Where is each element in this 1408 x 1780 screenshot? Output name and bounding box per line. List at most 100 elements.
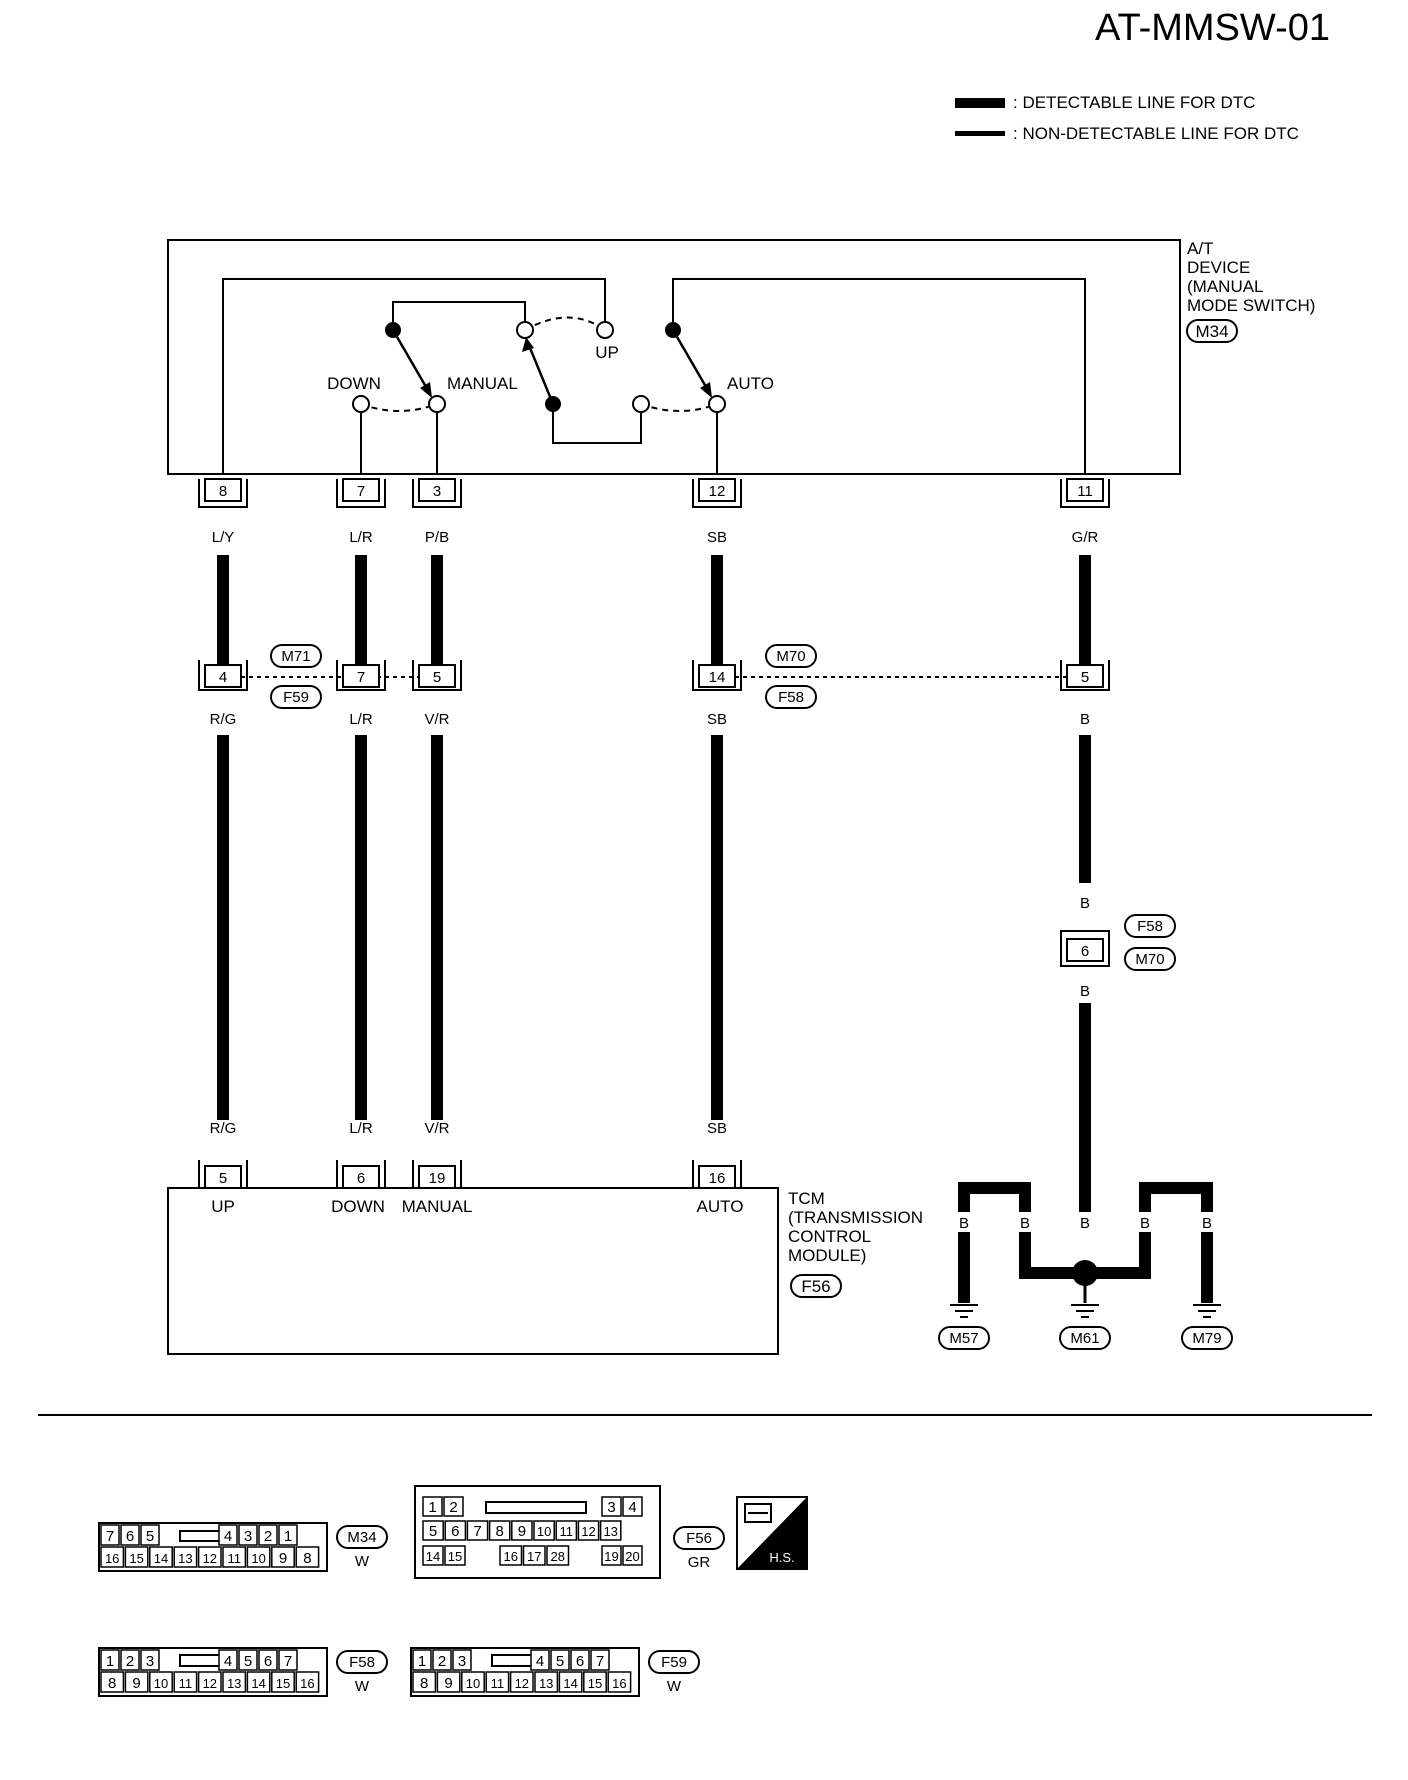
ground-id-m79: M79 (1192, 1330, 1221, 1347)
connector-pin-number: 6 (126, 1528, 134, 1545)
switch-arm-auto-arrowhead (700, 382, 712, 398)
internal-wire-auto-common (672, 278, 1086, 474)
wire-pin3-top (431, 555, 443, 665)
f58-face-outline (98, 1647, 328, 1697)
connector-pin-cell (124, 1546, 149, 1568)
wire-pin8-bottom (217, 735, 229, 1120)
connector-pin-cell (149, 1546, 173, 1568)
tcm-label-line2: (TRANSMISSION (788, 1208, 923, 1227)
connector-pin-cell (222, 1671, 247, 1693)
at-device-label-line2: DEVICE (1187, 258, 1250, 277)
wire-color-vr-mid: V/R (424, 711, 449, 728)
terminal-number-8: 8 (219, 483, 227, 500)
f58-housing-color: W (355, 1678, 370, 1695)
connector-pin-number: 8 (108, 1675, 116, 1692)
m34-housing-color: W (355, 1553, 370, 1570)
ground-wire-right-loop (1085, 1182, 1213, 1303)
wire-color-sb-top: SB (707, 529, 727, 546)
connector-pin-number: 13 (603, 1524, 617, 1539)
tcm-terminal-16: 16 (709, 1170, 726, 1187)
connector-pin-cell (412, 1671, 437, 1693)
ground-wire-color-3: B (1080, 1215, 1090, 1232)
connector-pin-cell (238, 1649, 258, 1671)
at-device-label-line4: MODE SWITCH) (1187, 296, 1315, 315)
connector-pin-number: 13 (178, 1551, 192, 1566)
wire-pin3-bottom (431, 735, 443, 1120)
connector-pin-number: 16 (300, 1676, 314, 1691)
ground-wire-left-loop (958, 1182, 1085, 1303)
inline-box-6 (1066, 938, 1104, 962)
ground-id-m61: M61 (1070, 1330, 1099, 1347)
junction-terminal-7: 7 (357, 669, 365, 686)
switch-label-up: UP (595, 343, 619, 362)
connector-pin-cell (124, 1671, 149, 1693)
internal-wire-manual-common (392, 301, 526, 330)
ground-inline-connector: B 6 F58 M70 B (1060, 895, 1176, 1000)
switch-arm-up (526, 342, 555, 405)
wire-color-lr-mid: L/R (349, 711, 373, 728)
f56-id-badge (673, 1526, 725, 1550)
connector-pin-cell (590, 1649, 610, 1671)
connector-pin-number: 6 (576, 1653, 584, 1670)
connector-pin-cell (436, 1671, 461, 1693)
tcm-module: R/G L/R V/R SB 5 6 19 16 UP DOWN MANUAL … (167, 1120, 923, 1355)
connector-pin-cell (546, 1545, 570, 1566)
connector-pin-number: 3 (458, 1653, 466, 1670)
connector-pin-cell (149, 1671, 173, 1693)
terminal-box-12 (698, 478, 736, 502)
connector-pin-cell (100, 1546, 125, 1568)
connector-pin-number: 11 (179, 1676, 193, 1691)
connector-pin-cell (583, 1671, 607, 1693)
switch-arm-manual (391, 329, 431, 393)
connector-pin-cell (120, 1524, 140, 1546)
switch-label-auto: AUTO (727, 374, 774, 393)
legend-detectable-text: : DETECTABLE LINE FOR DTC (1013, 93, 1255, 112)
f58-id: F58 (349, 1654, 375, 1671)
connector-pin-cell (258, 1524, 278, 1546)
wire-pin11-bottom (1079, 1003, 1091, 1215)
junction-box-14 (698, 664, 736, 688)
connector-pin-number: 6 (451, 1523, 459, 1540)
ground-wire-color-2: B (1020, 1215, 1030, 1232)
ground-wire-color-5: B (1202, 1215, 1212, 1232)
connector-pin-number: 10 (466, 1676, 480, 1691)
connector-pin-cell (488, 1520, 511, 1541)
connector-pin-cell (443, 1496, 464, 1517)
connector-pin-number: 4 (224, 1528, 232, 1545)
ground-badge-m79 (1181, 1326, 1233, 1350)
wire-color-b-above-6: B (1080, 895, 1090, 912)
connector-pin-cell (218, 1649, 238, 1671)
switch-linkage-down-manual (360, 403, 438, 412)
f58-latch (179, 1654, 221, 1667)
ground-wire-label-bg-2 (1016, 1212, 1034, 1232)
connector-pin-cell (271, 1671, 295, 1693)
tcm-connector-badge (790, 1274, 842, 1298)
junction-box-5b (1066, 664, 1104, 688)
connector-pin-number: 16 (105, 1551, 119, 1566)
connector-pin-cell (555, 1520, 578, 1541)
terminal-housing-12 (692, 479, 742, 508)
connector-pin-cell (533, 1520, 555, 1541)
connector-pin-cell (452, 1649, 472, 1671)
connector-pin-number: 8 (420, 1675, 428, 1692)
connector-pin-cell (499, 1545, 523, 1566)
tcm-pin-label-manual: MANUAL (402, 1197, 473, 1216)
connector-badge-f59 (270, 685, 322, 709)
switch-contact-auto (708, 395, 726, 413)
connector-badge-m71 (270, 644, 322, 668)
connector-pin-cell (444, 1520, 467, 1541)
ground-badge-m57 (938, 1326, 990, 1350)
connector-pin-number: 28 (551, 1549, 565, 1564)
tcm-terminal-5: 5 (219, 1170, 227, 1187)
connector-id-m70-inline: M70 (1135, 951, 1164, 968)
f58-id-badge (336, 1650, 388, 1674)
connector-pin-number: 12 (581, 1524, 595, 1539)
